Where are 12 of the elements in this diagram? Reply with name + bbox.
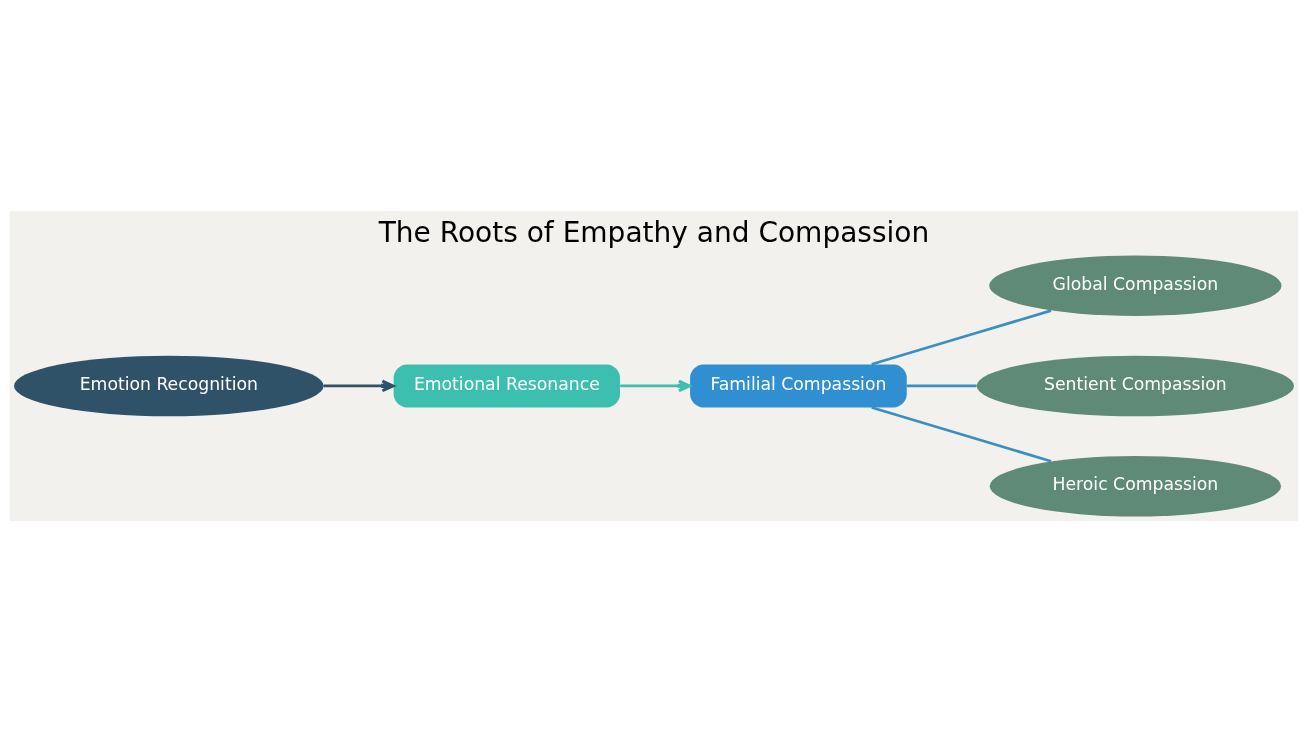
node-ellipse: Emotion Recognition (13, 355, 324, 416)
node-ellipse: Global Compassion (988, 254, 1281, 316)
node-ellipse: Sentient Compassion (976, 355, 1294, 416)
node-ellipse: Heroic Compassion (989, 455, 1281, 516)
connector (870, 308, 1051, 366)
node-box: Familial Compassion (689, 363, 907, 407)
diagram-title: The Roots of Empathy and Compassion (378, 215, 929, 249)
arrow (323, 379, 395, 392)
connector (906, 384, 977, 387)
connector (870, 405, 1051, 463)
arrow (619, 379, 691, 392)
node-box: Emotional Resonance (393, 363, 620, 407)
